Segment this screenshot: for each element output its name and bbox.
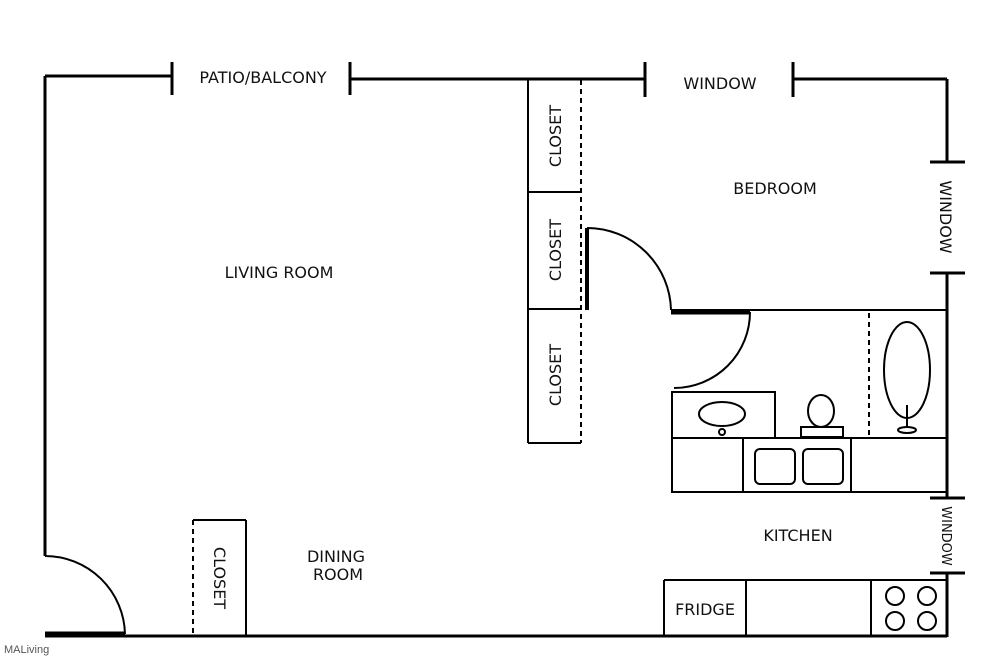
living-room-label: LIVING ROOM — [225, 263, 334, 282]
bathroom-fixtures — [671, 313, 931, 439]
top-window-label: WINDOW — [683, 74, 756, 93]
stove-burner — [917, 611, 937, 631]
bedroom-label: BEDROOM — [733, 179, 817, 198]
fridge-label: FRIDGE — [675, 600, 735, 619]
bedroom-closets — [527, 80, 582, 444]
patio-balcony-label: PATIO/BALCONY — [199, 68, 326, 87]
kitchen-sink-left — [754, 448, 796, 485]
stove-burner — [885, 611, 905, 631]
kitchen-window-label: WINDOW — [938, 506, 953, 566]
kitchen-counter-lower — [663, 579, 947, 636]
shower — [883, 321, 931, 419]
bathroom-door-swing — [673, 311, 751, 389]
bath-sink — [698, 401, 746, 427]
bedroom-door-swing — [586, 227, 672, 311]
closet-label-2: CLOSET — [546, 219, 565, 281]
entry-door-swing — [44, 555, 126, 635]
dining-room-label-line1: DINING — [307, 547, 365, 566]
kitchen-sink-right — [802, 448, 844, 485]
kitchen-counter-upper — [671, 437, 948, 493]
bedroom-window-label: WINDOW — [936, 180, 955, 253]
stove-burner — [917, 586, 937, 606]
closet-label-1: CLOSET — [546, 105, 565, 167]
brand-watermark: MALiving — [4, 644, 49, 656]
dining-room-label-line2: ROOM — [313, 565, 363, 584]
dining-closet — [192, 519, 247, 636]
kitchen-label: KITCHEN — [763, 526, 832, 545]
stove-burner — [885, 586, 905, 606]
closet-label-4: CLOSET — [210, 547, 229, 609]
exterior-walls — [43, 62, 965, 638]
toilet — [807, 394, 835, 428]
closet-label-3: CLOSET — [546, 344, 565, 406]
